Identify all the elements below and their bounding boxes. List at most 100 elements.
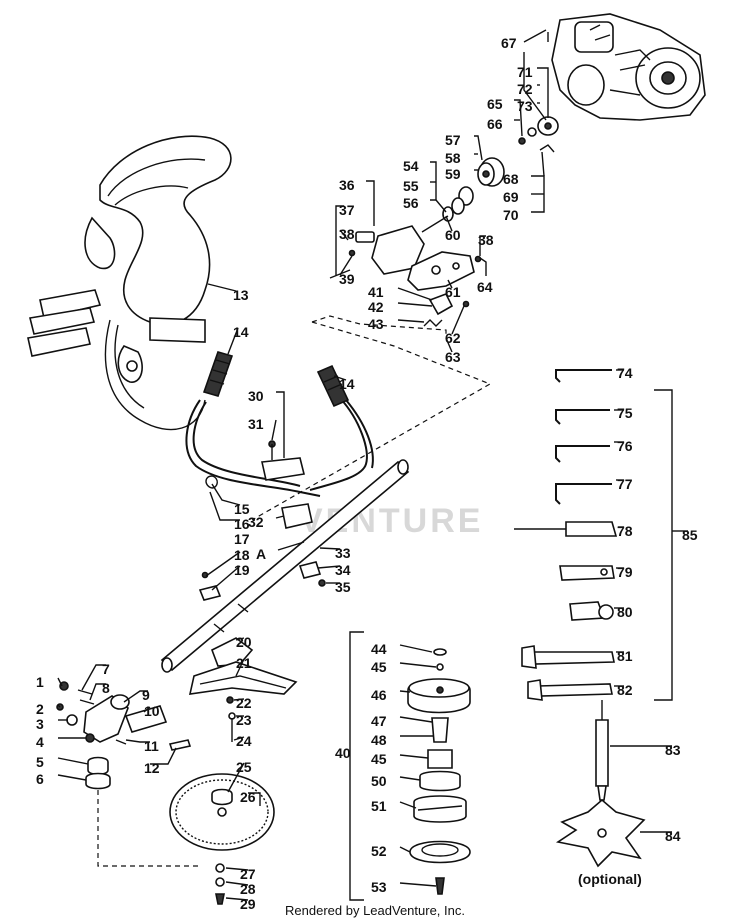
callout-c7: 7 [102,661,110,677]
callout-c8: 8 [102,680,110,696]
callout-c68: 68 [503,171,519,187]
callout-c42: 42 [368,299,384,315]
callout-c13: 13 [233,287,249,303]
callout-c72: 72 [517,81,533,97]
callout-c66: 66 [487,116,503,132]
left-grip [202,351,234,397]
callout-c5: 5 [36,754,44,770]
callout-c14a: 14 [233,324,249,340]
callout-c38a: 38 [339,226,355,242]
callout-c31: 31 [248,416,264,432]
trimmer-head [407,648,471,895]
clutch-shoe-group [518,116,559,153]
optional-note: (optional) [578,871,642,887]
callout-c45b: 45 [371,751,387,767]
tool-kit [514,369,646,868]
callout-c23: 23 [236,712,252,728]
callout-c54: 54 [403,158,419,174]
callout-c61: 61 [445,284,461,300]
gear-head [56,681,192,790]
bearing-housing [421,186,474,233]
callout-c17: 17 [234,531,250,547]
callout-c12: 12 [144,760,160,776]
callout-c36: 36 [339,177,355,193]
grease-gun [595,700,609,801]
callout-c9: 9 [142,687,150,703]
blade-guard [188,637,298,742]
callout-c29: 29 [240,896,256,912]
callout-c44: 44 [371,641,387,657]
callout-c24: 24 [236,733,252,749]
callout-c50: 50 [371,773,387,789]
callout-leader-lines [57,29,688,901]
callout-c67: 67 [501,35,517,51]
callout-c60: 60 [445,227,461,243]
engine-assembly [551,13,706,121]
callout-c57: 57 [445,132,461,148]
callout-c28: 28 [240,881,256,897]
footer-credit: Rendered by LeadVenture, Inc. [285,903,465,918]
callout-c52: 52 [371,843,387,859]
callout-c55: 55 [403,178,419,194]
callout-c40: 40 [335,745,351,761]
callout-c81: 81 [617,648,633,664]
callout-c10: 10 [144,703,160,719]
screwdriver [514,521,618,537]
callout-c62: 62 [445,330,461,346]
callout-c74: 74 [617,365,633,381]
callout-c25: 25 [236,759,252,775]
callout-c75: 75 [617,405,633,421]
drive-shaft-tube [160,459,410,673]
callout-c2: 2 [36,701,44,717]
callout-c45a: 45 [371,659,387,675]
callout-c65: 65 [487,96,503,112]
callout-c71: 71 [517,64,533,80]
callout-c27: 27 [240,866,256,882]
shoulder-harness [27,135,232,431]
callout-c83: 83 [665,742,681,758]
callout-c58: 58 [445,150,461,166]
callout-c18: 18 [234,547,250,563]
callout-c48: 48 [371,732,387,748]
callout-c20: 20 [236,634,252,650]
callout-c38b: 38 [478,232,494,248]
callout-c1: 1 [36,674,44,690]
callout-c82: 82 [617,682,633,698]
callout-c26: 26 [240,789,256,805]
callout-c4: 4 [36,734,44,750]
callout-c39: 39 [339,271,355,287]
callout-c84: 84 [665,828,681,844]
throttle-clip [423,292,470,327]
callout-c79: 79 [617,564,633,580]
callout-c19: 19 [234,562,250,578]
callout-c14b: 14 [339,376,355,392]
callout-c22: 22 [236,695,252,711]
callout-c78: 78 [617,523,633,539]
callout-c85: 85 [682,527,698,543]
callout-c47: 47 [371,713,387,729]
callout-c6: 6 [36,771,44,787]
callout-c64: 64 [477,279,493,295]
callout-c3: 3 [36,716,44,732]
callout-c63: 63 [445,349,461,365]
callout-c76: 76 [617,438,633,454]
callout-c43: 43 [368,316,384,332]
callout-c77: 77 [617,476,633,492]
callout-c70: 70 [503,207,519,223]
callout-cA: A [256,546,266,562]
callout-c16: 16 [234,516,250,532]
callout-c30: 30 [248,388,264,404]
four-tooth-blade [555,798,646,868]
callout-c21: 21 [236,655,252,671]
callout-c46: 46 [371,687,387,703]
callout-c33: 33 [335,545,351,561]
callout-c15: 15 [234,501,250,517]
callout-c37: 37 [339,202,355,218]
callout-c73: 73 [517,98,533,114]
callout-c34: 34 [335,562,351,578]
right-grip [316,364,350,408]
callout-c41: 41 [368,284,384,300]
handle-bar [185,351,374,529]
